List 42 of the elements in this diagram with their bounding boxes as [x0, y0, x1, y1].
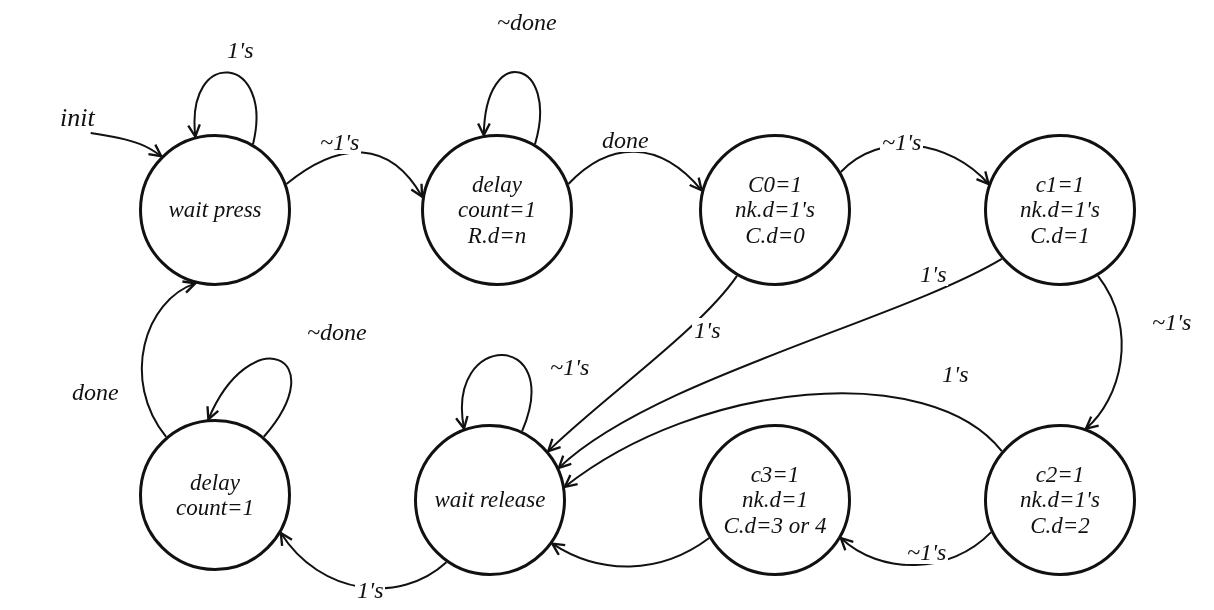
state-text: wait release: [434, 487, 546, 513]
state-text: nk.d=1: [742, 487, 808, 513]
state-text: C.d=0: [745, 222, 805, 248]
transition-arrow: [207, 357, 293, 438]
state-text: delay: [472, 172, 522, 198]
state-text: nk.d=1's: [1020, 197, 1100, 223]
transition-arrow: [839, 531, 993, 566]
state-circle: [984, 424, 1136, 576]
transition-arrow: [285, 151, 424, 198]
state-text: c1=1: [1035, 172, 1085, 198]
state-circle: [421, 134, 573, 286]
state-circle: [139, 134, 291, 286]
transition-arrow: [477, 71, 541, 146]
state-text: C0=1: [748, 172, 802, 198]
state-text: c3=1: [750, 462, 800, 488]
transition-arrow: [563, 392, 1003, 488]
state-text: count=1: [457, 197, 537, 223]
transition-arrow: [567, 150, 703, 192]
transition-arrow: [89, 132, 163, 158]
state-text: C.d=3 or 4: [723, 512, 827, 538]
state-text: nk.d=1's: [1020, 487, 1100, 513]
state-circle: [414, 424, 566, 576]
initial-state-label: init: [60, 105, 95, 131]
state-text: C.d=1: [1030, 222, 1090, 248]
transition-arrow: [557, 257, 1003, 470]
transition-arrow: [456, 353, 533, 433]
state-circle: [139, 419, 291, 571]
state-text: R.d=n: [467, 222, 527, 248]
state-circle: [699, 134, 851, 286]
state-circle: [984, 134, 1136, 286]
state-text: wait press: [168, 197, 262, 223]
transition-arrow: [141, 281, 197, 438]
state-text: delay: [190, 469, 240, 495]
state-circle: [699, 424, 851, 576]
state-text: C.d=2: [1030, 512, 1090, 538]
transition-arrow: [547, 274, 738, 453]
transition-arrow: [188, 71, 258, 146]
state-text: nk.d=1's: [735, 197, 815, 223]
transition-arrow: [1084, 274, 1123, 430]
transition-arrow: [551, 537, 711, 568]
state-text: c2=1: [1035, 462, 1085, 488]
state-text: count=1: [175, 495, 255, 521]
